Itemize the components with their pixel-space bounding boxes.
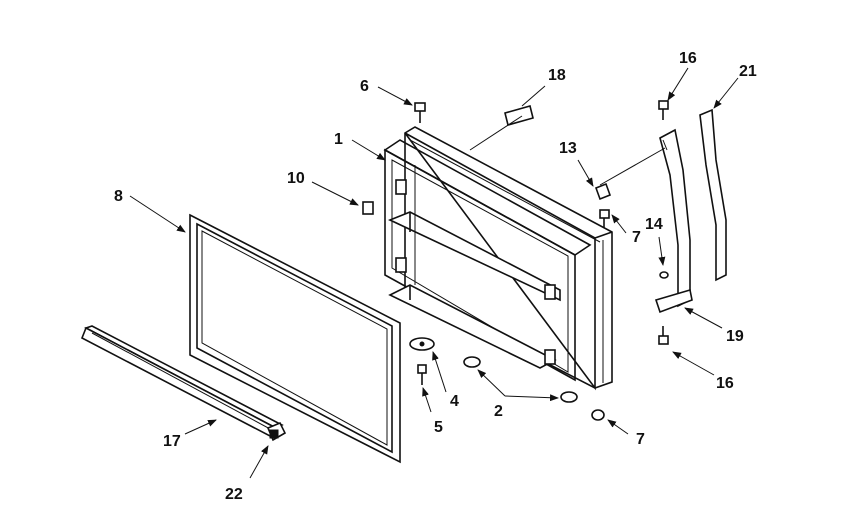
end-cap-part bbox=[266, 421, 287, 442]
callout-16-upper: 16 bbox=[679, 50, 697, 67]
callout-13: 13 bbox=[559, 140, 577, 157]
label-18-part bbox=[504, 105, 534, 126]
foot-2-part bbox=[463, 356, 578, 403]
callout-2: 2 bbox=[494, 403, 503, 420]
screw-16-upper-part bbox=[658, 100, 669, 120]
hinge-bracket-part bbox=[654, 128, 693, 314]
callout-1: 1 bbox=[334, 131, 343, 148]
callout-17: 17 bbox=[163, 433, 181, 450]
callout-10: 10 bbox=[287, 170, 305, 187]
callout-14: 14 bbox=[645, 216, 663, 233]
callout-18: 18 bbox=[548, 67, 566, 84]
callout-19: 19 bbox=[726, 328, 744, 345]
trim-strip-part bbox=[80, 325, 284, 438]
screw-7-upper-part bbox=[599, 209, 610, 228]
bushing-7-lower-part bbox=[591, 409, 605, 421]
plug-10-part bbox=[362, 201, 374, 215]
callout-21: 21 bbox=[739, 63, 757, 80]
leader-lines bbox=[129, 67, 739, 479]
door-gasket-part bbox=[189, 213, 401, 464]
callout-4: 4 bbox=[450, 393, 459, 410]
callout-8: 8 bbox=[114, 188, 123, 205]
callout-7-lower: 7 bbox=[636, 431, 645, 448]
clip-13-part bbox=[594, 182, 612, 201]
screw-6-part bbox=[414, 102, 426, 123]
callout-5: 5 bbox=[434, 419, 443, 436]
callout-22: 22 bbox=[225, 486, 243, 503]
screw-5-part bbox=[417, 364, 427, 385]
callout-6: 6 bbox=[360, 78, 369, 95]
washer-4-part bbox=[409, 337, 435, 351]
cover-strip-21-part bbox=[699, 108, 727, 282]
callout-16-lower: 16 bbox=[716, 375, 734, 392]
callout-7-upper: 7 bbox=[632, 229, 641, 246]
callout-labels: 1 2 4 5 6 7 7 8 10 13 14 16 16 17 18 19 … bbox=[114, 50, 757, 503]
screw-16-lower-part bbox=[658, 326, 669, 345]
door-liner-part bbox=[383, 126, 613, 391]
